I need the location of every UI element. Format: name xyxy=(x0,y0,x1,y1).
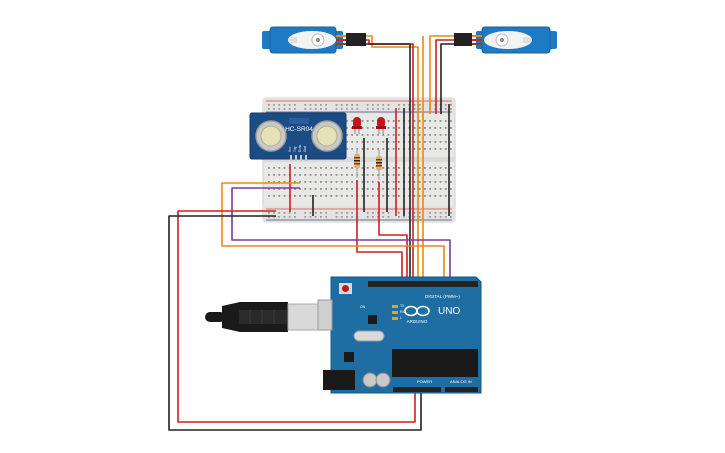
wire-servo-right-signal[interactable] xyxy=(429,35,454,114)
wires xyxy=(168,35,454,431)
rx-label: RX xyxy=(400,310,406,314)
led-icon xyxy=(352,117,362,134)
on-label: ON xyxy=(360,305,366,309)
wire-servo-right-gnd[interactable] xyxy=(440,43,454,114)
ultrasonic-sensor-icon xyxy=(255,118,343,152)
sensor-pin-label: Gnd xyxy=(303,146,307,152)
sensor-pin[interactable] xyxy=(300,155,302,161)
arduino-model-text: UNO xyxy=(438,306,460,317)
sensor-pin[interactable] xyxy=(305,155,307,161)
servo-left[interactable] xyxy=(262,26,366,54)
sensor-pin-label: Trig xyxy=(293,146,297,152)
resistor-icon xyxy=(354,148,360,178)
arduino-uno[interactable]: ARDUINO UNO DIGITAL (PWM~) POWER ANALOG … xyxy=(317,276,482,394)
arduino-board-icon xyxy=(317,276,482,394)
resistor-1[interactable] xyxy=(354,148,360,178)
wire-gnd[interactable] xyxy=(168,215,422,431)
resistor-2[interactable] xyxy=(376,150,382,180)
servo-icon xyxy=(476,26,557,54)
tx-label: TX xyxy=(400,304,405,308)
power-header-label: POWER xyxy=(417,379,432,384)
sensor-pin-label: Echo xyxy=(298,145,302,152)
sensor-pin[interactable] xyxy=(290,155,292,161)
arduino-logo-text: ARDUINO xyxy=(407,319,428,324)
wire-sensor-echo[interactable] xyxy=(231,187,451,282)
wire-sensor-trig[interactable] xyxy=(221,182,445,282)
l-label: L xyxy=(400,316,402,320)
servo-icon xyxy=(262,26,343,54)
wire-5v[interactable] xyxy=(177,210,416,423)
sensor-pin-label: Vcc xyxy=(288,146,292,152)
usb-cable[interactable] xyxy=(205,302,321,332)
analog-header-label: ANALOG IN xyxy=(450,379,472,384)
digital-header-label: DIGITAL (PWM~) xyxy=(425,294,460,299)
usb-cable-icon xyxy=(205,302,321,332)
led-red-2[interactable] xyxy=(376,117,386,134)
wire-led-1[interactable] xyxy=(356,180,403,282)
wire-servo-right-vcc[interactable] xyxy=(435,39,454,114)
breadboard-holes xyxy=(268,104,452,218)
wire-servo-left-signal[interactable] xyxy=(366,35,419,282)
servo-right[interactable] xyxy=(454,26,557,54)
wire-servo-left-gnd[interactable] xyxy=(366,43,411,282)
sensor-pin[interactable] xyxy=(295,155,297,161)
resistor-icon xyxy=(376,150,382,180)
sensor-model-label: HC-SR04 xyxy=(285,126,313,133)
led-red-1[interactable] xyxy=(352,117,362,134)
led-icon xyxy=(376,117,386,134)
wire-led-2[interactable] xyxy=(378,182,408,282)
